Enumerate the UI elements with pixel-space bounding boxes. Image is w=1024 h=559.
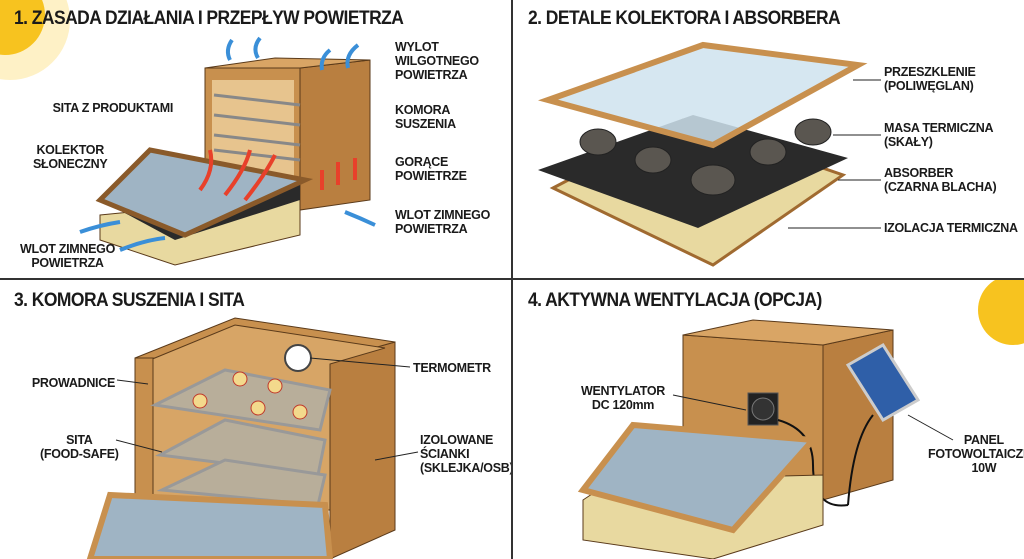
panel-title: 4. AKTYWNA WENTYLACJA (OPCJA) xyxy=(528,290,822,311)
label-food-safe-trays: SITA(FOOD-SAFE) xyxy=(40,433,119,461)
thermometer-icon xyxy=(284,344,312,372)
panel-active-ventilation: 4. AKTYWNA WENTYLACJA (OPCJA) WENTYLATOR… xyxy=(513,280,1024,559)
glazing-frame xyxy=(537,41,868,149)
panel-airflow: 1. ZASADA DZIAŁANIA I PRZEPŁYW POWIETRZA… xyxy=(0,0,511,278)
chamber-side xyxy=(299,59,371,211)
cabinet-side xyxy=(329,341,396,559)
hot-air-arrows xyxy=(198,149,357,202)
drying-chamber-illustration xyxy=(86,317,419,559)
panel-title: 2. DETALE KOLEKTORA I ABSORBERA xyxy=(528,8,841,29)
cold-air-arrows xyxy=(79,36,376,252)
cable xyxy=(777,414,874,507)
dryer-airflow-illustration xyxy=(0,0,376,266)
panel-title: 3. KOMORA SUSZENIA I SITA xyxy=(14,290,245,311)
collector-glass xyxy=(95,147,314,238)
panel-collector-details: 2. DETALE KOLEKTORA I ABSORBERA PRZESZKL… xyxy=(513,0,1024,278)
label-glazing: PRZESZKLENIE(POLIWĘGLAN) xyxy=(884,65,976,93)
label-insulation: IZOLACJA TERMICZNA xyxy=(884,221,1018,235)
label-pv-panel: PANELFOTOWOLTAICZNY10W xyxy=(928,433,1024,475)
rocks xyxy=(579,118,832,196)
horizontal-divider xyxy=(0,278,1024,280)
collector-glass xyxy=(577,421,820,534)
label-thermometer: TERMOMETR xyxy=(413,361,491,375)
label-thermal-mass: MASA TERMICZNA(SKAŁY) xyxy=(884,121,994,149)
active-ventilation-illustration xyxy=(577,280,1024,559)
solar-panel xyxy=(845,342,921,423)
label-absorber: ABSORBER(CZARNA BLACHA) xyxy=(884,166,997,194)
label-guides: PROWADNICE xyxy=(31,376,115,390)
panel-title: 1. ZASADA DZIAŁANIA I PRZEPŁYW POWIETRZA xyxy=(14,8,404,29)
panel-drying-chamber: 3. KOMORA SUSZENIA I SITA PROWADNICE TER… xyxy=(0,280,511,559)
trays xyxy=(150,368,332,507)
sun-icon xyxy=(978,280,1024,345)
label-trays: SITA Z PRODUKTAMI xyxy=(52,101,174,115)
apple-slices xyxy=(192,371,308,420)
collector-exploded-illustration xyxy=(537,41,881,267)
collector xyxy=(86,491,334,559)
trays xyxy=(213,93,301,162)
